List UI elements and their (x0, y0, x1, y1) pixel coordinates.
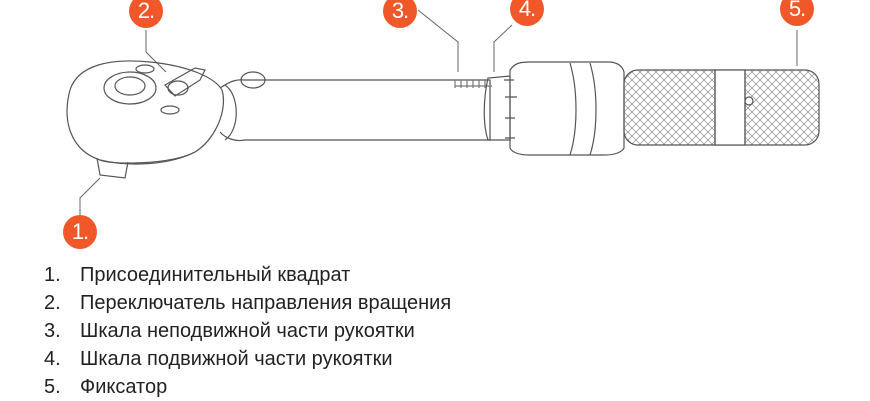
parts-legend: 1. Присоединительный квадрат 2. Переключат… (44, 261, 451, 401)
ratchet-head (66, 60, 266, 179)
callout-2: 2. (129, 0, 163, 28)
leader-lines (79, 9, 798, 215)
legend-number: 4. (44, 348, 61, 370)
handle-sleeve (509, 61, 625, 156)
callout-4: 4. (510, 0, 544, 26)
legend-number: 3. (44, 320, 61, 342)
legend-text: Присоединительный квадрат (80, 264, 351, 286)
legend-number: 1. (44, 264, 61, 286)
torque-wrench-illustration (66, 9, 820, 215)
legend-item: 5. Фиксатор (44, 373, 451, 401)
legend-text: Шкала неподвижной части рукоятки (80, 320, 415, 342)
moving-scale-collar (483, 75, 517, 141)
legend-item: 4. Шкала подвижной части рукоятки (44, 345, 451, 373)
callout-1: 1. (63, 215, 97, 249)
legend-item: 2. Переключатель направления вращения (44, 289, 451, 317)
callout-3: 3. (383, 0, 417, 28)
legend-item: 3. Шкала неподвижной части рукоятки (44, 317, 451, 345)
legend-number: 2. (44, 292, 61, 314)
legend-text: Фиксатор (80, 376, 168, 398)
callout-5: 5. (780, 0, 814, 26)
handle-shaft (219, 79, 492, 142)
legend-text: Переключатель направления вращения (80, 292, 452, 314)
legend-number: 5. (44, 376, 61, 398)
legend-text: Шкала подвижной части рукоятки (80, 348, 393, 370)
knurled-grip (623, 69, 820, 146)
legend-item: 1. Присоединительный квадрат (44, 261, 451, 289)
